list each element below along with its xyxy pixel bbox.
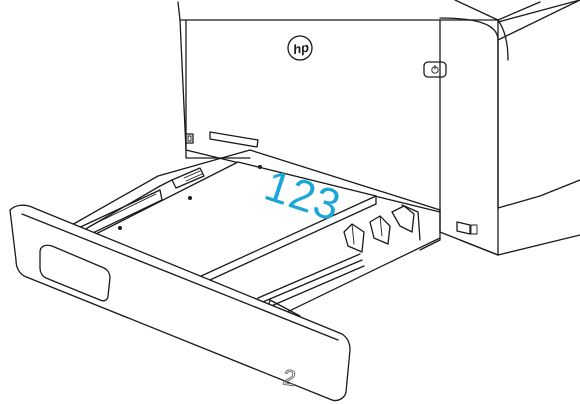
paper-hole bbox=[188, 196, 192, 200]
tray-front-panel[interactable]: 2 bbox=[9, 204, 351, 402]
right-width-guide[interactable] bbox=[343, 205, 415, 253]
paper-stack: 123 bbox=[87, 161, 377, 291]
tray-number-label: 2 bbox=[281, 364, 297, 391]
tray-handle[interactable] bbox=[39, 244, 111, 302]
logo-text: hp bbox=[292, 40, 310, 58]
power-button[interactable] bbox=[423, 61, 447, 78]
hp-logo-icon: hp bbox=[287, 35, 313, 61]
paper-hole bbox=[258, 165, 262, 169]
power-button-icon bbox=[431, 65, 439, 74]
rear-paper-guide[interactable] bbox=[159, 167, 205, 189]
paper-hole bbox=[118, 226, 122, 230]
